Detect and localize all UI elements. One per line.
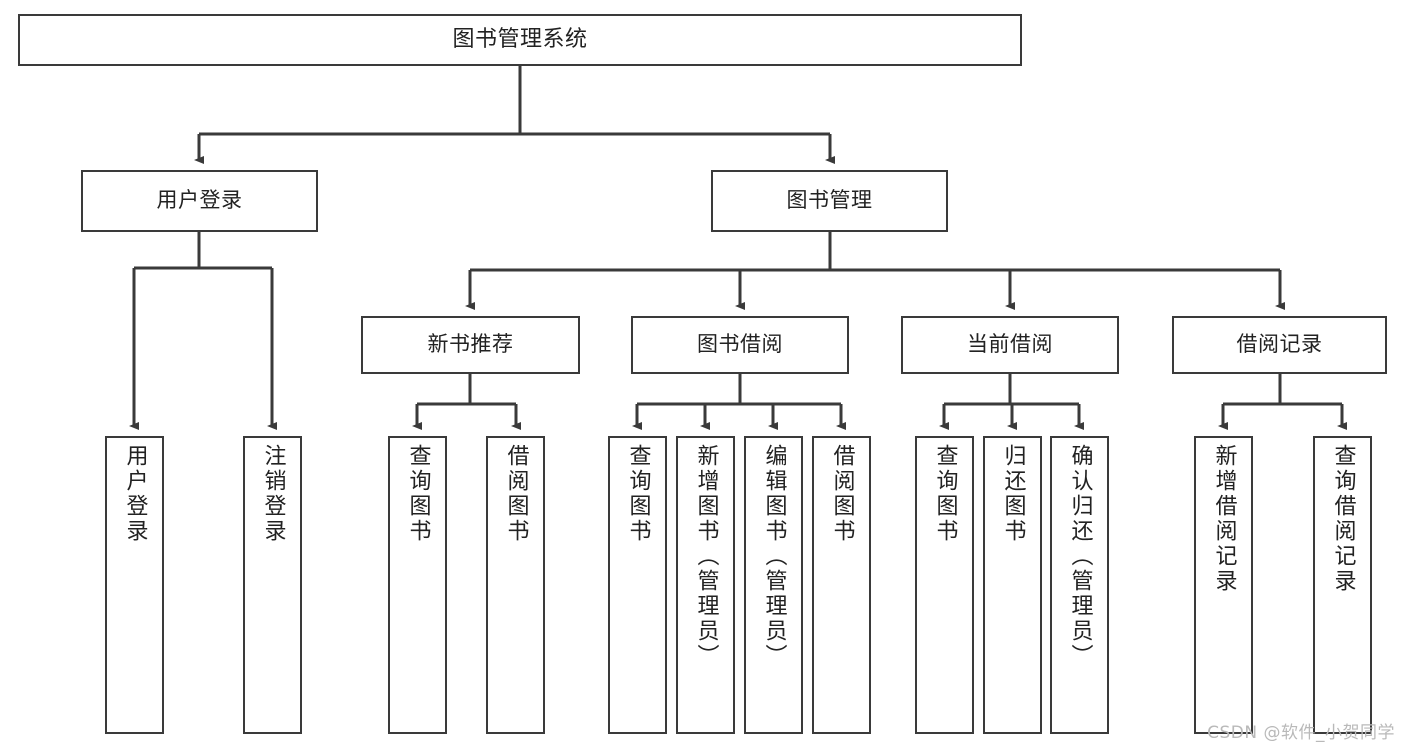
node-user-login-label: 用户登录 [156,188,243,213]
node-leaf-logout[interactable]: 注销登录 [243,436,302,734]
node-leaf-confirm-return-label: 确认归还（管理员） [1067,444,1093,669]
node-current-borrow-label: 当前借阅 [967,332,1053,357]
node-book-borrow[interactable]: 图书借阅 [631,316,849,374]
node-leaf-query-book-2-label: 查询图书 [625,444,651,544]
node-book-admin[interactable]: 图书管理 [711,170,948,232]
node-new-book-rec-label: 新书推荐 [427,332,514,357]
node-leaf-return-book-label: 归还图书 [1000,444,1026,544]
node-leaf-query-book-1-label: 查询图书 [405,444,431,544]
node-new-book-rec[interactable]: 新书推荐 [361,316,580,374]
node-book-admin-label: 图书管理 [786,188,873,213]
node-leaf-edit-book[interactable]: 编辑图书（管理员） [744,436,803,734]
node-leaf-add-book-label: 新增图书（管理员） [693,444,719,669]
node-leaf-logout-label: 注销登录 [260,444,286,544]
node-leaf-add-book[interactable]: 新增图书（管理员） [676,436,735,734]
watermark-text: CSDN @软件_小贺同学 [1207,723,1395,743]
node-borrow-record[interactable]: 借阅记录 [1172,316,1387,374]
node-user-login[interactable]: 用户登录 [81,170,318,232]
node-leaf-query-book-2[interactable]: 查询图书 [608,436,667,734]
node-leaf-add-record-label: 新增借阅记录 [1211,444,1237,594]
node-leaf-add-record[interactable]: 新增借阅记录 [1194,436,1253,734]
node-leaf-borrow-book-2[interactable]: 借阅图书 [812,436,871,734]
node-leaf-edit-book-label: 编辑图书（管理员） [761,444,787,669]
node-root-label: 图书管理系统 [452,26,588,52]
node-leaf-query-record[interactable]: 查询借阅记录 [1313,436,1372,734]
node-current-borrow[interactable]: 当前借阅 [901,316,1119,374]
node-leaf-user-login-label: 用户登录 [122,444,148,544]
node-leaf-confirm-return[interactable]: 确认归还（管理员） [1050,436,1109,734]
node-root[interactable]: 图书管理系统 [18,14,1022,66]
node-leaf-query-book-1[interactable]: 查询图书 [388,436,447,734]
node-leaf-user-login[interactable]: 用户登录 [105,436,164,734]
node-leaf-borrow-book-1-label: 借阅图书 [503,444,529,544]
node-leaf-return-book[interactable]: 归还图书 [983,436,1042,734]
node-leaf-borrow-book-1[interactable]: 借阅图书 [486,436,545,734]
node-leaf-borrow-book-2-label: 借阅图书 [829,444,855,544]
node-leaf-query-book-3[interactable]: 查询图书 [915,436,974,734]
node-leaf-query-book-3-label: 查询图书 [932,444,958,544]
node-book-borrow-label: 图书借阅 [697,332,783,357]
node-leaf-query-record-label: 查询借阅记录 [1330,444,1356,594]
node-borrow-record-label: 借阅记录 [1236,332,1323,357]
